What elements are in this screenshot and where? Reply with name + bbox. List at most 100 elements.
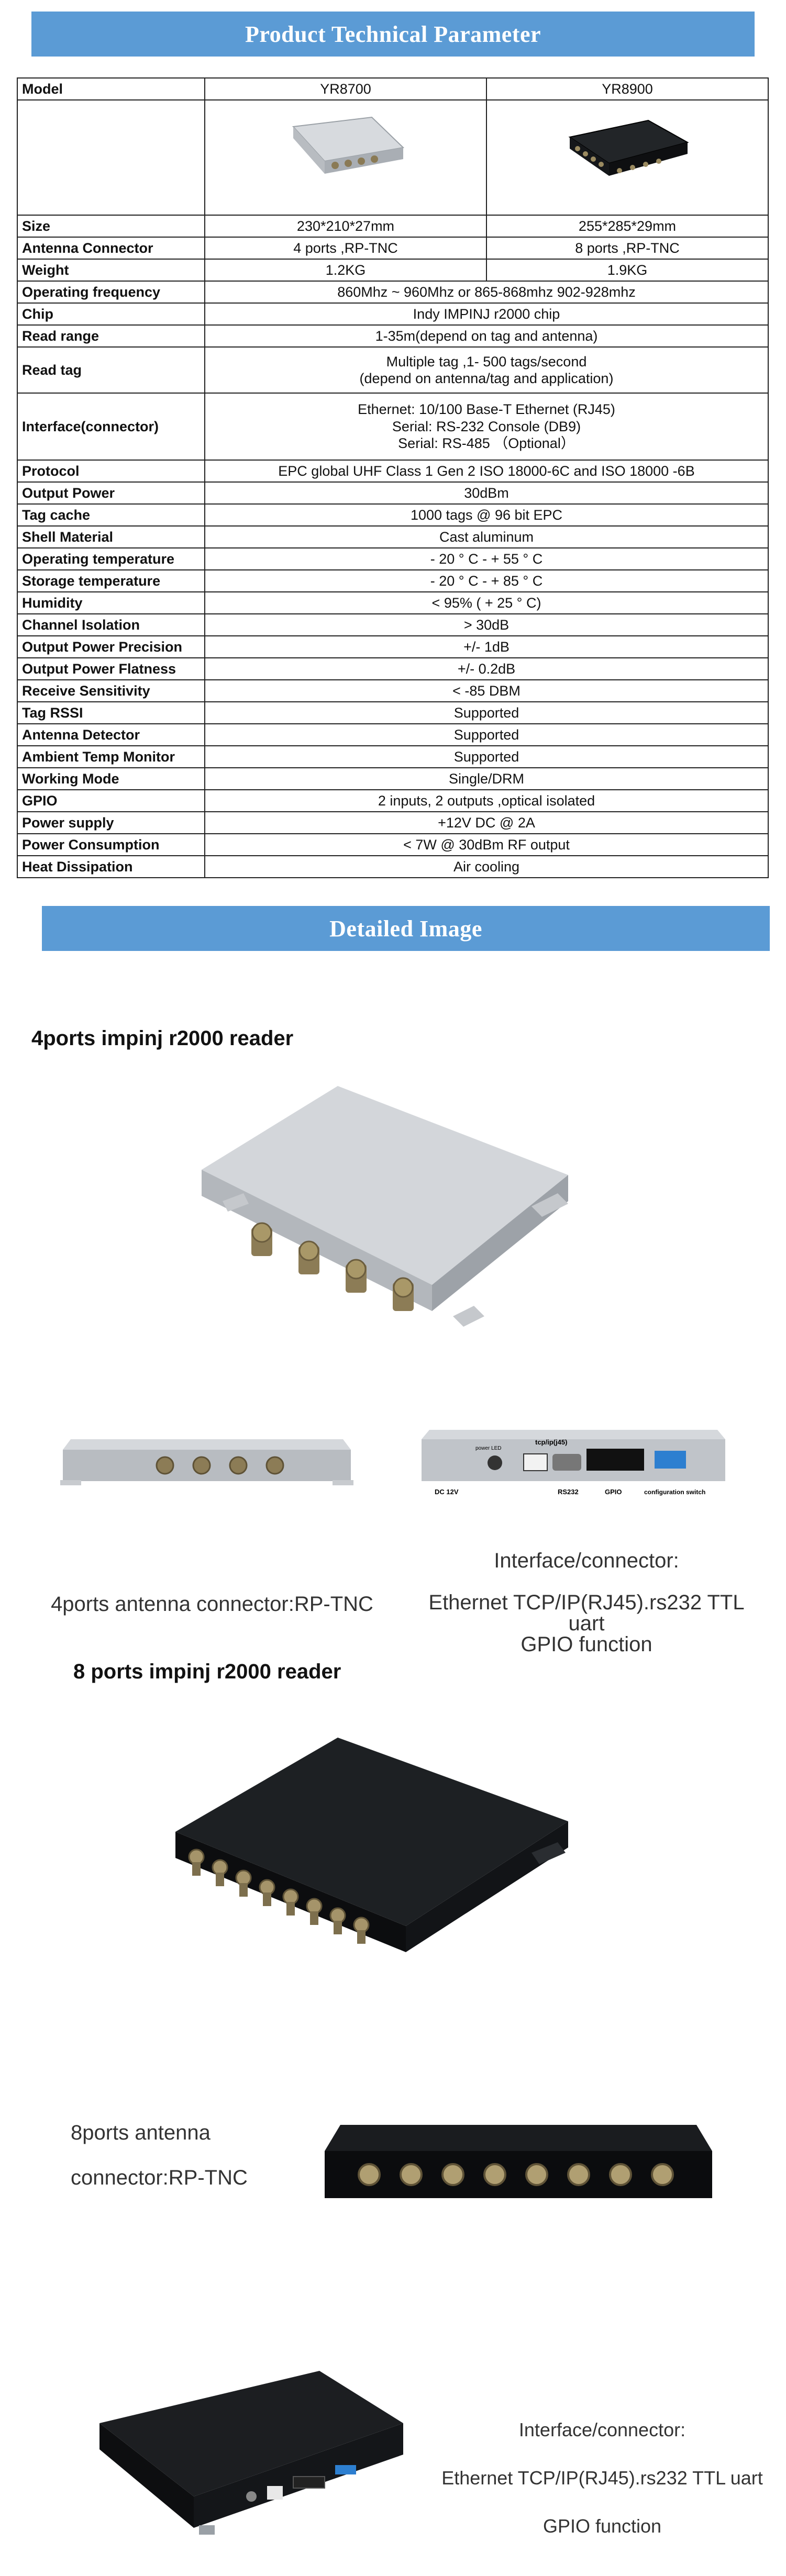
table-cell-value: Cast aluminum <box>204 525 769 548</box>
table-cell-value: Supported <box>204 745 769 768</box>
table-row: Output Power Precision+/- 1dB <box>17 635 769 658</box>
table-cell-value: Supported <box>204 701 769 724</box>
table-row: Receive Sensitivity< -85 DBM <box>17 679 769 702</box>
table-cell-label: Tag RSSI <box>17 701 205 724</box>
table-cell-label: Size <box>17 215 205 238</box>
table-cell-value: Supported <box>204 723 769 746</box>
table-cell-label: Chip <box>17 303 205 326</box>
silver-reader-photo <box>202 1086 568 1327</box>
black-reader-thumbnail <box>568 120 689 176</box>
silver-reader-front-photo <box>60 1439 353 1485</box>
silver-reader-thumbnail <box>292 117 405 174</box>
caption-line: Ethernet TCP/IP(RJ45).rs232 TTL uart <box>428 1591 745 1635</box>
table-cell-yr8700: YR8700 <box>204 77 487 100</box>
table-cell-label: Storage temperature <box>17 569 205 592</box>
heading-4ports: 4ports impinj r2000 reader <box>31 1027 294 1050</box>
table-cell-value: +/- 0.2dB <box>204 657 769 680</box>
table-cell-label: Weight <box>17 259 205 282</box>
caption-8ports-connector: 8ports antenna connector:RP-TNC <box>71 2122 291 2212</box>
table-cell-line: (depend on antenna/tag and application) <box>359 371 614 386</box>
table-image-row <box>17 99 769 216</box>
table-row: Operating temperature- 20 ° C - + 55 ° C <box>17 547 769 570</box>
table-cell-empty <box>17 99 205 216</box>
table-cell-label: Antenna Detector <box>17 723 205 746</box>
table-cell-value: > 30dB <box>204 613 769 636</box>
port-label-power-led: power LED <box>475 1446 501 1451</box>
table-cell-label: Power Consumption <box>17 833 205 856</box>
table-cell-yr8900: 1.9KG <box>486 259 769 282</box>
section-banner-detail: Detailed Image <box>42 906 770 951</box>
caption-line: Interface/connector: <box>518 2419 686 2440</box>
table-row: Interface(connector)Ethernet: 10/100 Bas… <box>17 393 769 461</box>
table-cell-label: Power supply <box>17 811 205 834</box>
table-cell-value: EPC global UHF Class 1 Gen 2 ISO 18000-6… <box>204 460 769 483</box>
caption-line: connector:RP-TNC <box>71 2166 248 2189</box>
table-cell-yr8700: 4 ports ,RP-TNC <box>204 237 487 260</box>
table-cell-label: Humidity <box>17 591 205 614</box>
configuration-switch-icon <box>655 1451 686 1469</box>
table-row: Storage temperature- 20 ° C - + 85 ° C <box>17 569 769 592</box>
table-cell-value: Indy IMPINJ r2000 chip <box>204 303 769 326</box>
caption-line: GPIO function <box>521 1633 652 1656</box>
table-cell-value: - 20 ° C - + 55 ° C <box>204 547 769 570</box>
table-cell-value: < 95% ( + 25 ° C) <box>204 591 769 614</box>
table-cell-line: Ethernet: 10/100 Base-T Ethernet (RJ45) <box>358 401 615 418</box>
table-cell-label: Model <box>17 77 205 100</box>
black-reader-front-photo <box>325 2125 712 2198</box>
caption-line: 8ports antenna <box>71 2121 211 2144</box>
table-cell-label: Protocol <box>17 460 205 483</box>
table-cell-yr8700: 1.2KG <box>204 259 487 282</box>
table-cell-value: 1000 tags @ 96 bit EPC <box>204 503 769 527</box>
table-row: Output Power Flatness+/- 0.2dB <box>17 657 769 680</box>
port-label-tcp: tcp/ip(j45) <box>535 1438 567 1446</box>
table-cell-value: 860Mhz ~ 960Mhz or 865-868mhz 902-928mhz <box>204 281 769 304</box>
table-cell-label: Tag cache <box>17 503 205 527</box>
table-cell-line: Multiple tag ,1- 500 tags/second <box>386 353 587 369</box>
rj45-port-icon <box>267 2486 283 2500</box>
black-reader-photo <box>175 1738 568 1952</box>
table-cell-value: Air cooling <box>204 855 769 878</box>
table-cell-value: < -85 DBM <box>204 679 769 702</box>
table-row: Channel Isolation> 30dB <box>17 613 769 636</box>
caption-line: Interface/connector: <box>494 1549 679 1572</box>
table-cell-label: Channel Isolation <box>17 613 205 636</box>
table-cell-yr8900: 8 ports ,RP-TNC <box>486 237 769 260</box>
table-cell-label: Antenna Connector <box>17 237 205 260</box>
table-cell-label: Working Mode <box>17 767 205 790</box>
db9-port-icon <box>552 1454 581 1471</box>
table-cell-value: 30dBm <box>204 481 769 505</box>
table-cell-yr8900: YR8900 <box>486 77 769 100</box>
table-cell-value: +/- 1dB <box>204 635 769 658</box>
table-cell-value: 1-35m(depend on tag and antenna) <box>204 324 769 348</box>
table-cell-value: Ethernet: 10/100 Base-T Ethernet (RJ45)S… <box>204 393 769 461</box>
table-header-row: Model YR8700 YR8900 <box>17 77 769 100</box>
table-cell-label: Operating temperature <box>17 547 205 570</box>
table-cell-label: Output Power Precision <box>17 635 205 658</box>
table-cell-yr8900: 255*285*29mm <box>486 215 769 238</box>
gpio-terminal-icon <box>586 1449 644 1471</box>
table-cell-value: +12V DC @ 2A <box>204 811 769 834</box>
black-reader-interface-photo <box>99 2371 403 2535</box>
power-jack-icon <box>488 1455 502 1470</box>
configuration-switch-icon <box>335 2465 356 2474</box>
table-cell-label: Shell Material <box>17 525 205 548</box>
table-row: Power supply+12V DC @ 2A <box>17 811 769 834</box>
table-cell-line: Serial: RS-232 Console (DB9) <box>392 418 581 434</box>
port-label-dc12v: DC 12V <box>435 1488 459 1496</box>
rj45-port-icon <box>523 1453 548 1471</box>
table-cell-label: Receive Sensitivity <box>17 679 205 702</box>
table-cell-label: Output Power Flatness <box>17 657 205 680</box>
